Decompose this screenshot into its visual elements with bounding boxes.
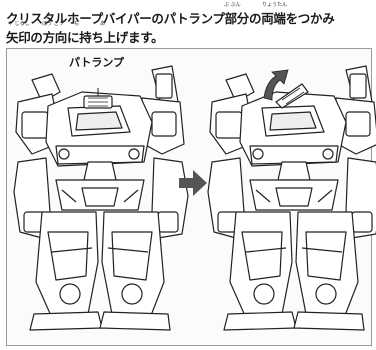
robot-before-illustration [13, 65, 189, 331]
patrol-lamp [83, 95, 113, 109]
furigana-a: あ [100, 21, 106, 27]
lift-arrow [263, 69, 289, 101]
patrol-lamp-callout: パトランプ [69, 56, 124, 69]
furigana-ryoutan: りょうたん [262, 2, 288, 8]
furigana-houkou: ほう こう [42, 21, 64, 27]
next-step-arrow [179, 170, 207, 196]
furigana-yajirushi: や じるし [8, 21, 30, 27]
instruction-line-2: 矢印の方向に持ち上げます。 [6, 30, 164, 45]
furigana-mo: も [74, 21, 80, 27]
robot-after-illustration [207, 65, 376, 331]
furigana-bubun: ぶ ぶん [224, 2, 241, 8]
patrol-lamp-lifted [275, 83, 309, 109]
instruction-line-1: クリスタルホープバイパーのパトランプ部分の両端をつかみ [6, 11, 335, 26]
